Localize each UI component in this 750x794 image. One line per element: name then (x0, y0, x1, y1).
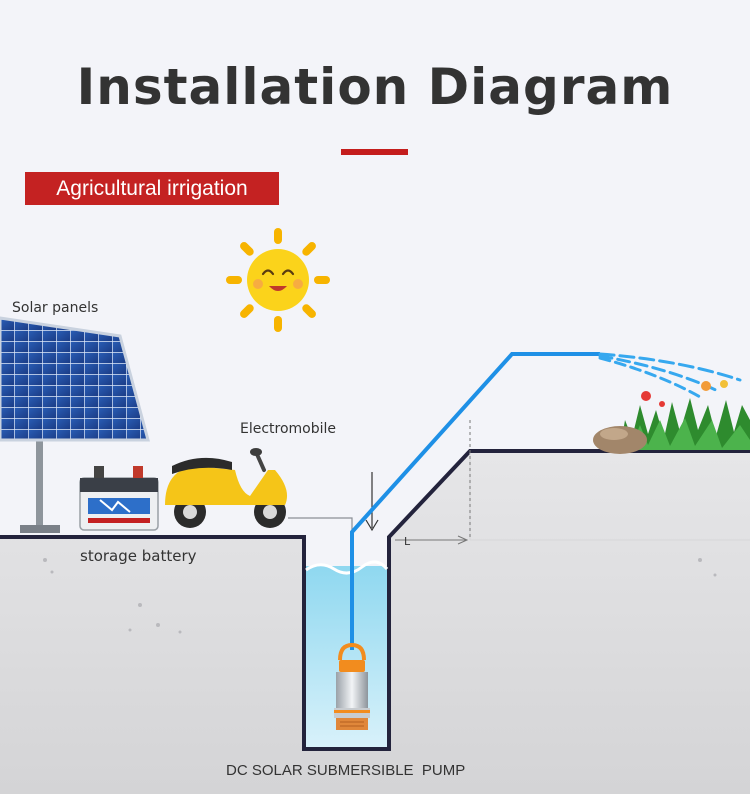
solar-panels-label: Solar panels (12, 300, 98, 316)
length-marker (395, 420, 471, 545)
water-pipe (350, 352, 600, 650)
electromobile-icon (165, 448, 288, 528)
solar-panel-icon (0, 316, 150, 533)
battery-icon (79, 466, 159, 531)
depth-arrow (365, 472, 379, 532)
electromobile-label: Electromobile (240, 421, 336, 437)
title-underline (341, 149, 408, 155)
storage-battery-label: storage battery (80, 547, 197, 565)
section-badge: Agricultural irrigation (25, 172, 279, 205)
garden-icon (593, 380, 750, 454)
length-marker-label: L (404, 535, 411, 548)
pump-label: DC SOLAR SUBMERSIBLE PUMP (226, 762, 465, 779)
sun-icon (226, 228, 330, 332)
water-spray (598, 352, 742, 400)
pump-icon (334, 642, 370, 730)
page-title: Installation Diagram (76, 58, 674, 116)
